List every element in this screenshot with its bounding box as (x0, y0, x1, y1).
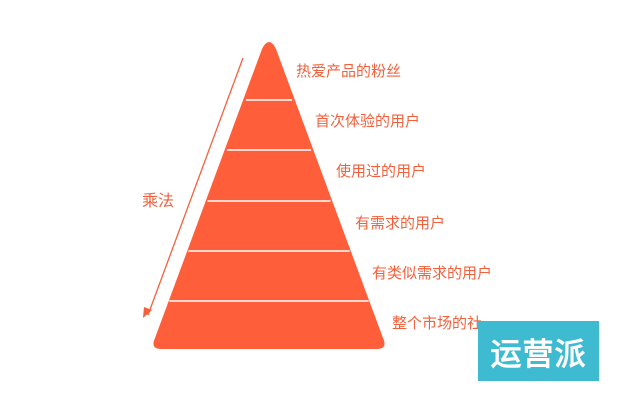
multiplication-arrow (143, 57, 244, 318)
arrow-label: 乘法 (142, 191, 175, 210)
layer-label: 有类似需求的用户 (372, 264, 493, 282)
layer-dividers (169, 99, 369, 302)
layer-label: 热爱产品的粉丝 (296, 62, 402, 80)
layer-label: 整个市场的社.... (392, 314, 502, 332)
arrow-line (147, 57, 244, 316)
watermark-text: 运营派 (490, 336, 587, 373)
layer-label: 有需求的用户 (355, 214, 446, 232)
layer-label: 首次体验的用户 (315, 112, 421, 130)
arrow-head (143, 307, 152, 318)
watermark-logo: 运营派 (478, 321, 599, 381)
layer-label: 使用过的用户 (336, 162, 427, 180)
pyramid-layers (153, 42, 385, 349)
pyramid-body (153, 42, 385, 349)
